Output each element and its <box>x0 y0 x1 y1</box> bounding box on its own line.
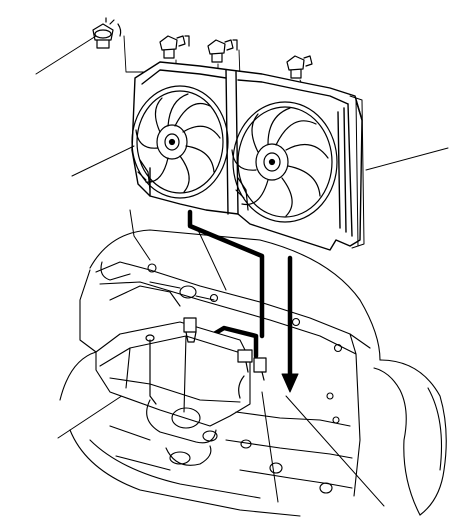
callout-wire-right <box>197 229 227 291</box>
callout-radiator <box>365 147 449 171</box>
callout-fan-left <box>71 145 135 177</box>
bolt-3 <box>207 39 238 63</box>
engine-bay <box>59 229 447 517</box>
callout-wire-left <box>129 209 151 261</box>
bolt-1 <box>92 17 122 49</box>
fan-shroud-assembly <box>131 61 363 251</box>
callout-bolt <box>35 35 97 75</box>
install-direction-arrow <box>281 255 299 393</box>
bolt-2 <box>159 35 190 59</box>
connector-left <box>145 317 197 405</box>
cooling-fan-left <box>131 85 229 199</box>
connector-right <box>237 349 267 399</box>
callout-leaders <box>35 35 449 507</box>
bolt-4 <box>286 55 313 79</box>
radiator-core <box>349 95 365 249</box>
cooling-fan-right <box>231 101 338 223</box>
callout-bottom-right <box>285 395 385 507</box>
